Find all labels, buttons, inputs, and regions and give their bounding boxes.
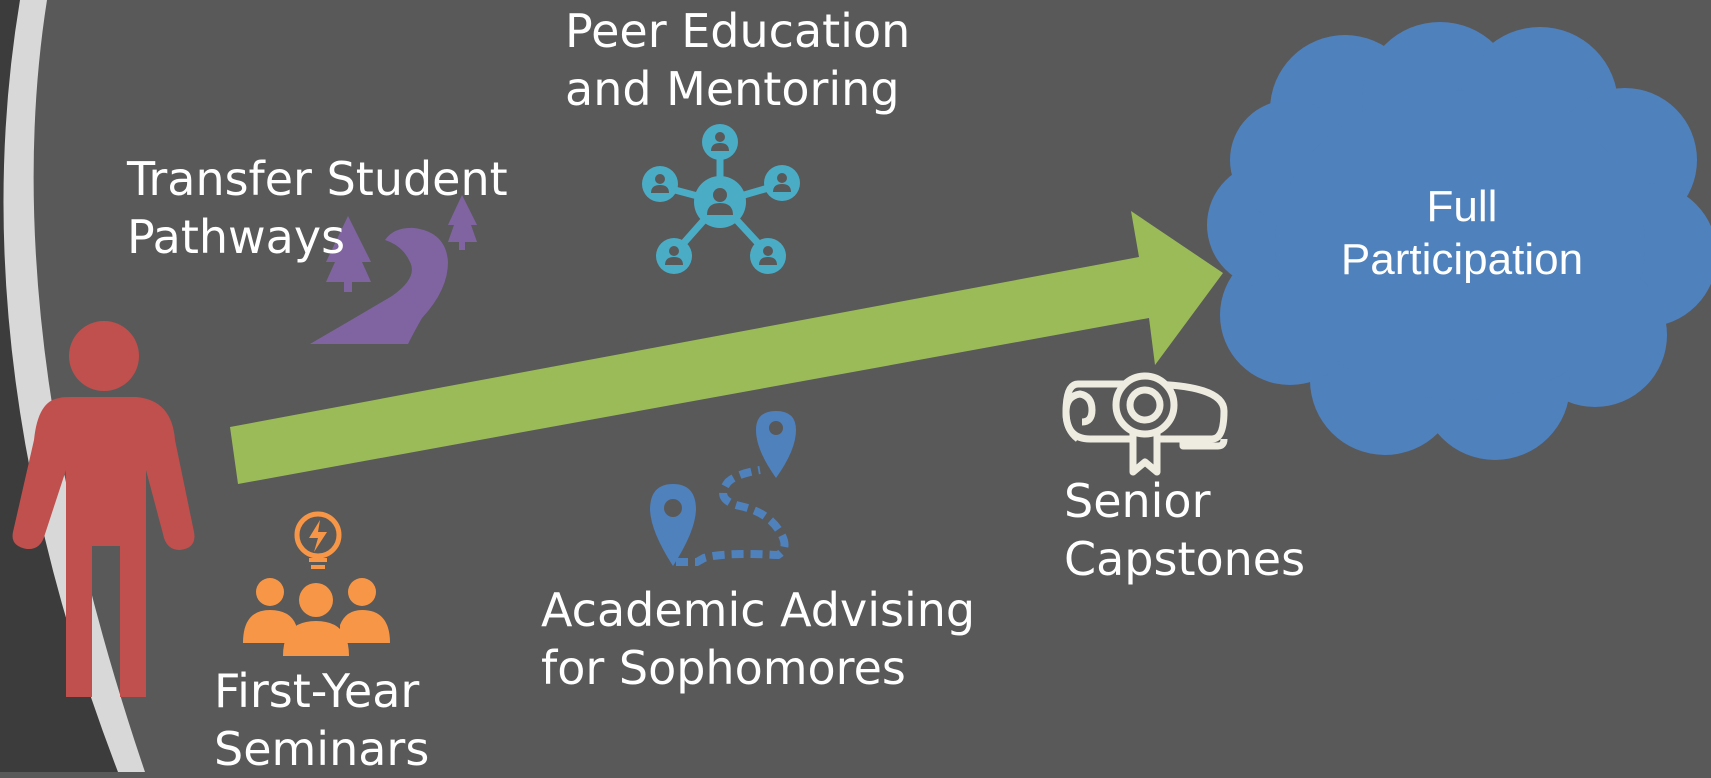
full-participation-label: Full Participation [1322,180,1602,286]
senior-capstones-label: Senior Capstones [1064,472,1305,588]
full-participation-line2: Participation [1340,235,1584,284]
transfer-student-line2: Pathways [127,210,346,264]
senior-capstones-line1: Senior [1064,474,1211,528]
full-participation-line1: Full [1426,182,1498,231]
peer-education-line1: Peer Education [565,4,911,58]
diploma-icon [1062,372,1228,476]
transfer-student-label: Transfer Student Pathways [127,150,508,266]
first-year-line1: First-Year [214,664,420,718]
peer-education-line2: and Mentoring [565,62,900,116]
network-people-icon [642,124,800,274]
peer-education-label: Peer Education and Mentoring [565,2,910,118]
academic-advising-label: Academic Advising for Sophomores [541,581,975,697]
first-year-line2: Seminars [214,722,430,776]
forest-path-icon [310,195,477,344]
student-person-icon [12,321,195,697]
left-arc-dark [0,0,118,772]
transfer-student-line1: Transfer Student [127,152,508,206]
goal-cloud [1207,22,1711,460]
academic-advising-line2: for Sophomores [541,641,906,695]
first-year-label: First-Year Seminars [214,662,429,778]
academic-advising-line1: Academic Advising [541,583,976,637]
route-pins-icon [650,411,796,566]
senior-capstones-line2: Capstones [1064,532,1306,586]
progress-arrow [230,211,1223,484]
idea-group-icon [243,511,390,656]
